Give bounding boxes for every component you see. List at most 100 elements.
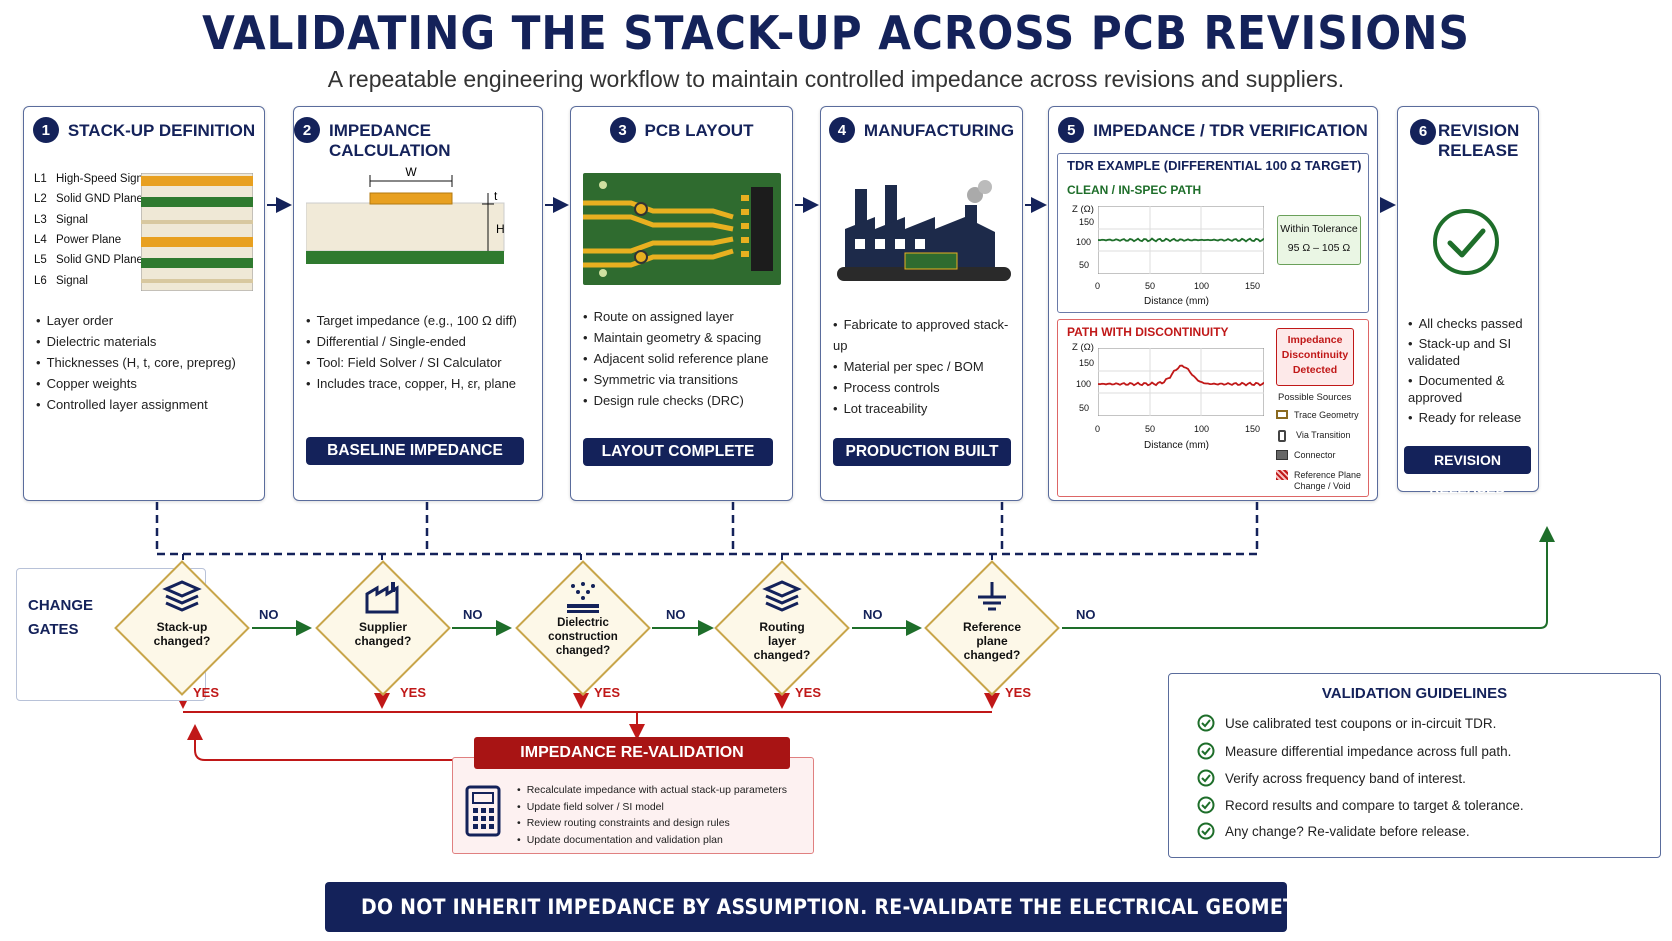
gate-text: Dielectric construction changed? — [548, 617, 618, 657]
y-tick: 150 — [1079, 217, 1095, 227]
calculator-icon — [465, 785, 501, 837]
y-tick: 150 — [1079, 358, 1095, 368]
step-title: IMPEDANCE CALCULATION — [329, 121, 451, 160]
yes-label: YES — [193, 685, 220, 700]
gate-text: Reference plane changed? — [962, 620, 1022, 662]
bullet-item: Copper weights — [36, 373, 236, 394]
x-axis-label: Distance (mm) — [1144, 440, 1210, 451]
status-banner: BASELINE IMPEDANCE — [306, 437, 524, 465]
discontinuity-tdr-plot — [1098, 348, 1264, 416]
step-card-pcb-layout: 3 PCB LAYOUT Route on assigned layer Main… — [570, 106, 793, 501]
footer-banner: DO NOT INHERIT IMPEDANCE BY ASSUMPTION. … — [325, 882, 1328, 932]
no-label: NO — [463, 607, 483, 622]
step-title: REVISION RELEASE — [1438, 121, 1520, 160]
step-number: 6 — [1410, 119, 1436, 145]
pcb-board-illustration — [583, 173, 781, 285]
discontinuity-trace — [1098, 364, 1264, 387]
step-card-revision-release: 6 REVISION RELEASE All checks passed Sta… — [1397, 106, 1539, 496]
tolerance-range: 95 Ω – 105 Ω — [1287, 242, 1351, 254]
validation-guidelines-box: VALIDATION GUIDELINES Use calibrated tes… — [1168, 673, 1661, 858]
ground-icon — [978, 582, 1006, 611]
possible-sources: Possible Sources Trace Geometry Via Tran… — [1264, 390, 1368, 495]
step-bullets: Target impedance (e.g., 100 Ω diff) Diff… — [306, 310, 517, 394]
status-banner: REVISION RELEASED — [1404, 446, 1531, 496]
source-item: Via Transition — [1296, 430, 1351, 440]
step-number: 2 — [294, 117, 320, 143]
step-card-impedance-calc: 2 IMPEDANCE CALCULATION W t H Target impe… — [293, 106, 543, 501]
x-tick: 150 — [1245, 281, 1261, 291]
guideline-item: Verify across frequency band of interest… — [1225, 770, 1466, 786]
layer-id: L3 — [34, 214, 47, 226]
yes-label: YES — [1005, 685, 1032, 700]
x-tick: 100 — [1194, 281, 1210, 291]
bullet-item: Documented & approved — [1408, 372, 1533, 406]
y-tick: 100 — [1076, 379, 1092, 389]
layer-id: L1 — [34, 173, 47, 185]
layers-icon — [762, 580, 802, 612]
discontinuity-path-label: PATH WITH DISCONTINUITY — [1067, 325, 1229, 339]
gate-stackup-changed: Stack-up changed? — [112, 558, 252, 698]
layer-name: Solid GND Plane — [56, 254, 143, 266]
layer-name: Signal — [56, 214, 88, 226]
bullet-item: Symmetric via transitions — [583, 369, 768, 390]
bullet-item: Lot traceability — [833, 398, 1022, 419]
x-tick: 50 — [1145, 424, 1156, 434]
tolerance-title: Within Tolerance — [1280, 223, 1358, 235]
no-label: NO — [666, 607, 686, 622]
x-tick: 50 — [1145, 281, 1156, 291]
no-label: NO — [863, 607, 883, 622]
tdr-clean-panel: TDR EXAMPLE (DIFFERENTIAL 100 Ω TARGET) … — [1057, 153, 1369, 313]
bullet-item: Tool: Field Solver / SI Calculator — [306, 352, 517, 373]
layer-id: L5 — [34, 254, 47, 266]
guideline-item: Any change? Re-validate before release. — [1225, 823, 1470, 839]
layer-id: L2 — [34, 193, 47, 205]
check-icon — [1197, 714, 1215, 732]
no-label: NO — [259, 607, 279, 622]
yes-label: YES — [594, 685, 621, 700]
gate-reference-plane-changed: Reference plane changed? — [922, 558, 1062, 698]
gate-supplier-changed: Supplier changed? — [313, 558, 453, 698]
footer-message: DO NOT INHERIT IMPEDANCE BY ASSUMPTION. … — [361, 895, 1329, 919]
revalidation-box: Recalculate impedance with actual stack-… — [452, 757, 814, 854]
tolerance-badge: Within Tolerance 95 Ω – 105 Ω — [1277, 215, 1361, 265]
bullet-item: Dielectric materials — [36, 331, 236, 352]
width-label: W — [405, 165, 417, 179]
step-title: MANUFACTURING — [863, 121, 1015, 140]
page-title: VALIDATING THE STACK-UP ACROSS PCB REVIS… — [202, 6, 1470, 60]
gate-text: Supplier changed? — [354, 620, 412, 648]
bullet-item: Layer order — [36, 310, 236, 331]
height-label: H — [496, 222, 505, 236]
x-axis-label: Distance (mm) — [1144, 296, 1210, 307]
trace-geometry-icon — [1276, 410, 1288, 419]
check-circle-icon — [1433, 209, 1499, 275]
check-icon — [1197, 742, 1215, 760]
yes-label: YES — [400, 685, 427, 700]
bullet-item: All checks passed — [1408, 315, 1533, 332]
step-number: 3 — [609, 117, 636, 143]
bullet-item: Stack-up and SI validated — [1408, 335, 1533, 369]
no-label: NO — [1076, 607, 1096, 622]
step-number: 4 — [828, 117, 855, 143]
change-gates-label: CHANGE GATES — [28, 597, 94, 638]
cross-section-diagram: W t H — [306, 165, 505, 264]
step-title: PCB LAYOUT — [644, 121, 754, 140]
bullet-item: Ready for release — [1408, 409, 1533, 426]
clean-path-label: CLEAN / IN-SPEC PATH — [1067, 183, 1202, 197]
clean-trace — [1098, 237, 1264, 243]
gate-routing-changed: Routing layer changed? — [712, 558, 852, 698]
yes-label: YES — [795, 685, 822, 700]
status-banner: PRODUCTION BUILT — [833, 438, 1011, 466]
guideline-item: Measure differential impedance across fu… — [1225, 743, 1512, 759]
guideline-item: Record results and compare to target & t… — [1225, 797, 1524, 813]
step-bullets: Route on assigned layer Maintain geometr… — [583, 306, 769, 411]
x-tick: 0 — [1095, 281, 1101, 291]
bullet-item: Thicknesses (H, t, core, prepreg) — [36, 352, 236, 373]
step-number: 1 — [32, 117, 59, 143]
dielectric-icon — [567, 582, 599, 613]
source-item: Connector — [1294, 450, 1336, 460]
bullet-item: Update documentation and validation plan — [517, 832, 787, 849]
layer-name: Solid GND Plane — [56, 193, 143, 205]
